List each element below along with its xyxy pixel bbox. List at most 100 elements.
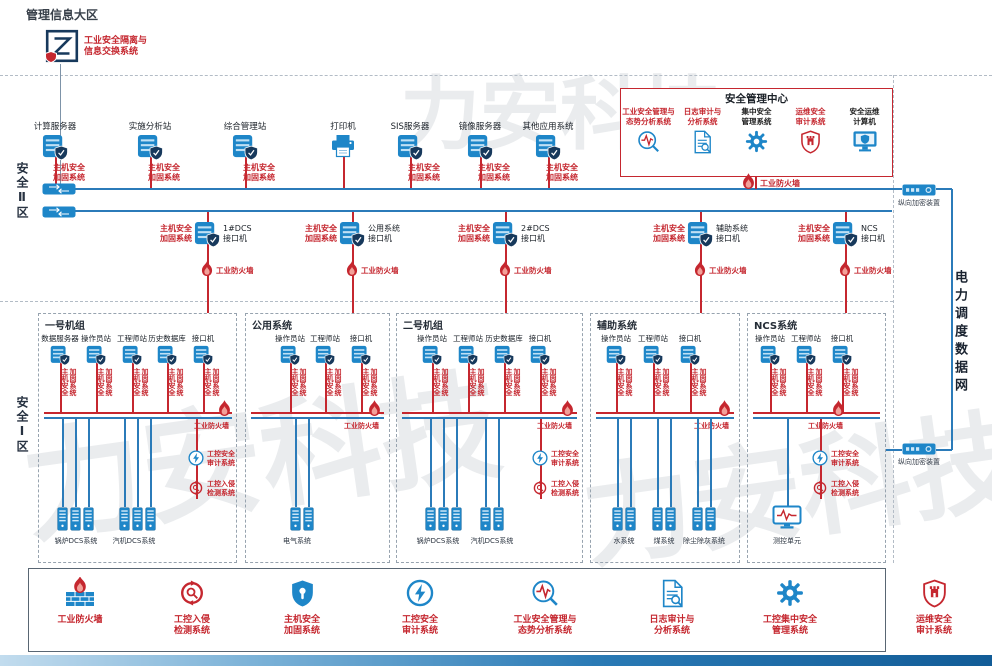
log-magnifier-icon	[660, 579, 685, 608]
connector-line	[361, 360, 363, 413]
hardening-label: 主机安全加固系统	[505, 368, 521, 396]
rack-icon	[70, 507, 81, 531]
secure-pc-icon	[852, 130, 878, 154]
station-label: 接口机	[349, 334, 373, 343]
audit-label: 工控安全审计系统	[831, 450, 859, 467]
station: 接口机主机安全加固系统	[668, 333, 712, 398]
connector-line	[951, 189, 953, 450]
hardening-label: 主机安全加固系统	[843, 368, 859, 396]
interface-label: NCS接口机	[861, 224, 885, 243]
firewall-label: 工业防火墙	[194, 422, 229, 430]
security-center-item: 运维安全审计系统	[784, 107, 837, 154]
unit-title: NCS系统	[754, 321, 798, 332]
host-icon	[760, 345, 780, 366]
industrial-firewall-icon	[831, 400, 846, 417]
system-label: 锅炉DCS系统	[416, 537, 460, 545]
hardening-label: 主机安全加固系统	[291, 368, 307, 396]
legend-item: 运维安全审计系统	[879, 576, 989, 637]
hardening-label: 主机安全加固系统	[204, 368, 220, 396]
hardening-label: 主机安全加固系统	[168, 368, 184, 396]
firewall-label: 工业防火墙	[760, 179, 800, 188]
system-label: 锅炉DCS系统	[54, 537, 98, 545]
firewall-wall-icon	[64, 577, 96, 609]
device-label: 镜像服务器	[458, 122, 502, 132]
legend-panel	[28, 568, 886, 652]
station: 接口机主机安全加固系统	[181, 333, 225, 398]
rack-icon	[119, 507, 130, 531]
unit-bus-line	[753, 417, 880, 419]
connector-line	[504, 360, 506, 413]
hardening-label: 主机安全加固系统	[798, 224, 830, 243]
item-label: 运维安全审计系统	[795, 107, 826, 126]
pulse-magnifier-icon	[531, 579, 559, 607]
connector-line	[468, 360, 470, 413]
system-label: 汽机DCS系统	[112, 537, 156, 545]
industrial-firewall-icon	[367, 400, 382, 417]
zone2-device: 打印机	[308, 120, 378, 158]
connector-line	[485, 419, 487, 507]
hardening-label: 主机安全加固系统	[326, 368, 342, 396]
unit-title: 二号机组	[403, 321, 443, 332]
host-icon	[280, 345, 300, 366]
hardening-label: 主机安全加固系统	[541, 368, 557, 396]
station: 接口机主机安全加固系统	[518, 333, 562, 398]
connector-line	[308, 419, 310, 507]
station-label: 工程师站	[310, 334, 340, 343]
connector-line	[207, 212, 209, 313]
monitor-icon	[772, 505, 802, 531]
unit-bus-line	[402, 417, 577, 419]
network-bus-line	[50, 210, 892, 212]
intrusion-icon	[188, 480, 204, 496]
connector-line	[842, 360, 844, 413]
hardening-label: 主机安全加固系统	[458, 224, 490, 243]
rack-icon	[57, 507, 68, 531]
rack-icon	[145, 507, 156, 531]
rack-icon	[493, 507, 504, 531]
firewall-label: 工业防火墙	[709, 266, 747, 275]
crypto-label: 纵向加密装置	[898, 458, 940, 466]
rack-icon	[425, 507, 436, 531]
unit-bus-line	[44, 412, 232, 414]
pulse-magnifier-icon	[637, 130, 660, 153]
connector-line	[480, 157, 482, 189]
unit-title: 公用系统	[252, 321, 292, 332]
connector-line	[616, 360, 618, 413]
station: 操作员站主机安全加固系统	[748, 333, 792, 398]
host-icon	[494, 345, 514, 366]
security-center-item: 安全运维计算机	[838, 107, 891, 154]
audit-icon	[532, 450, 548, 466]
zone-separator	[893, 75, 894, 563]
dispatch-network-label: 电力调度数据网	[952, 270, 967, 396]
system-label: 汽机DCS系统	[470, 537, 514, 545]
isolation-gateway-icon	[44, 28, 80, 64]
hardening-label: 主机安全加固系统	[546, 163, 578, 182]
connector-line	[548, 157, 550, 189]
gear-icon	[776, 579, 804, 607]
connector-line	[60, 64, 61, 184]
system-label: 煤系统	[653, 537, 675, 545]
legend-item: 日志审计与分析系统	[617, 576, 727, 637]
connector-line	[755, 177, 757, 189]
hardening-label: 主机安全加固系统	[654, 368, 670, 396]
audit-label: 工控安全审计系统	[551, 450, 579, 467]
connector-line	[290, 360, 292, 413]
connector-line	[167, 360, 169, 413]
system-label: 测控单元	[773, 537, 801, 545]
connector-line	[700, 212, 702, 313]
connector-line	[432, 360, 434, 413]
zone2-device: 镜像服务器 主机安全加固系统	[445, 120, 515, 182]
station: 操作员站主机安全加固系统	[410, 333, 454, 398]
firewall-label: 工业防火墙	[808, 422, 843, 430]
station: 操作员站主机安全加固系统	[268, 333, 312, 398]
connector-line	[787, 419, 789, 507]
rack-icon	[705, 507, 716, 531]
printer-icon	[330, 134, 356, 158]
rack-icon	[692, 507, 703, 531]
connector-line	[343, 157, 345, 189]
firewall-label: 工业防火墙	[361, 266, 399, 275]
connector-line	[670, 419, 672, 507]
legend-label: 工控安全审计系统	[401, 615, 438, 636]
station-label: 接口机	[678, 334, 702, 343]
host-icon	[122, 345, 142, 366]
station: 历史数据库主机安全加固系统	[145, 333, 189, 398]
